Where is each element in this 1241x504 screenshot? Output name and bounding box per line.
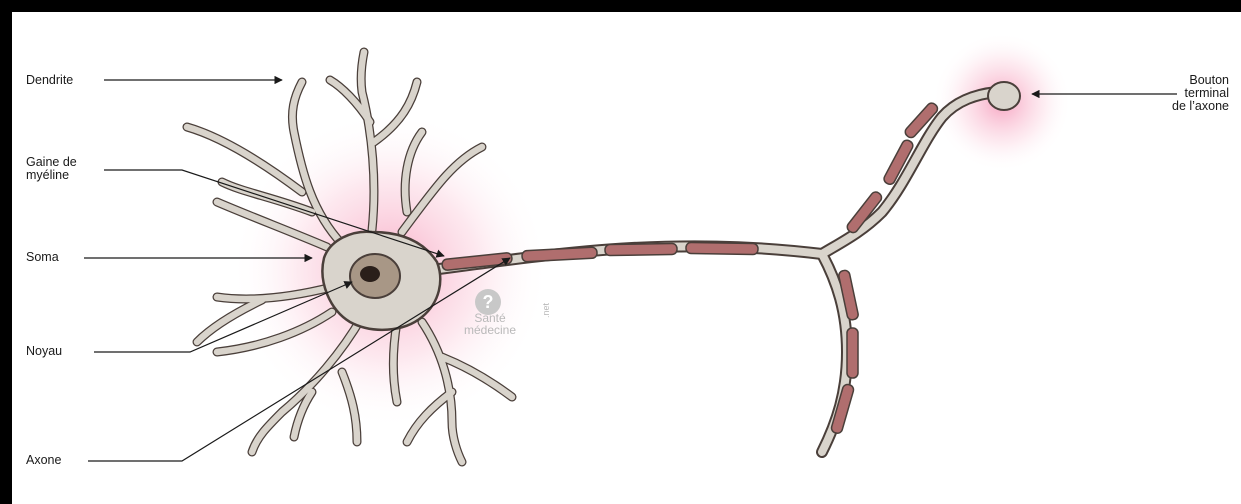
neuron-illustration: ? (12, 12, 1241, 504)
watermark: Santé médecine .net (464, 312, 516, 336)
label-soma: Soma (26, 251, 59, 264)
label-axone: Axone (26, 454, 61, 467)
label-gaine-de-myeline: Gaine de myéline (26, 156, 77, 182)
nucleolus (360, 266, 380, 282)
axon-terminal (988, 82, 1020, 110)
neuron-diagram: ? Dendrite Gaine de myéline Soma Noyau A… (12, 12, 1241, 504)
label-gaine-line2: myéline (26, 169, 77, 182)
label-dendrite: Dendrite (26, 74, 73, 87)
watermark-suffix: .net (540, 303, 552, 318)
label-bouton-terminal: Bouton terminal de l’axone (1172, 74, 1229, 113)
svg-text:?: ? (483, 292, 494, 312)
watermark-line2: médecine (464, 324, 516, 336)
label-noyau: Noyau (26, 345, 62, 358)
label-bouton-line3: de l’axone (1172, 100, 1229, 113)
